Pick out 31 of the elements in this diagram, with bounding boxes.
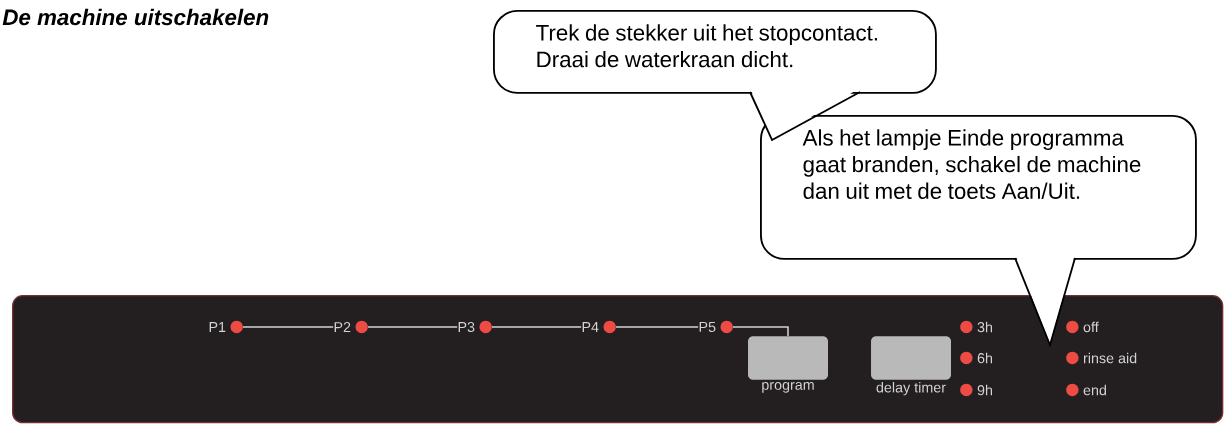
- connector-line: [615, 326, 699, 328]
- node-label: end: [1083, 384, 1106, 396]
- node-label: P3: [458, 321, 475, 333]
- indicator-light: off: [1066, 320, 1099, 334]
- indicator-light: P1: [209, 320, 243, 334]
- indicator-light: P3: [458, 320, 492, 334]
- control-panel: [12, 295, 1224, 424]
- node-label: P1: [209, 322, 226, 332]
- connector-line: [491, 326, 582, 328]
- indicator-light: rinse aid: [1066, 351, 1137, 365]
- node-label: P2: [334, 322, 351, 333]
- indicator-light: 3h: [960, 320, 992, 334]
- node-label: rinse aid: [1083, 352, 1137, 364]
- node-label: P5: [699, 322, 716, 332]
- node-label: off: [1083, 321, 1099, 333]
- node-label: P4: [582, 322, 599, 332]
- node-label: delay timer: [876, 382, 946, 396]
- node-label: 6h: [977, 352, 993, 364]
- node-label: program: [762, 382, 814, 393]
- connector-line: [367, 326, 458, 328]
- indicator-light: P5: [699, 320, 733, 334]
- connector-line: [242, 326, 334, 328]
- title: De machine uitschakelen: [2, 8, 269, 26]
- indicator-light: 9h: [960, 383, 992, 397]
- indicator-light: 6h: [960, 351, 992, 365]
- connector-line: [732, 326, 789, 337]
- node-label: 9h: [977, 384, 993, 396]
- indicator-light: end: [1066, 383, 1106, 397]
- node-label: 3h: [977, 321, 993, 333]
- indicator-light: P2: [334, 320, 368, 334]
- indicator-light: P4: [582, 320, 616, 334]
